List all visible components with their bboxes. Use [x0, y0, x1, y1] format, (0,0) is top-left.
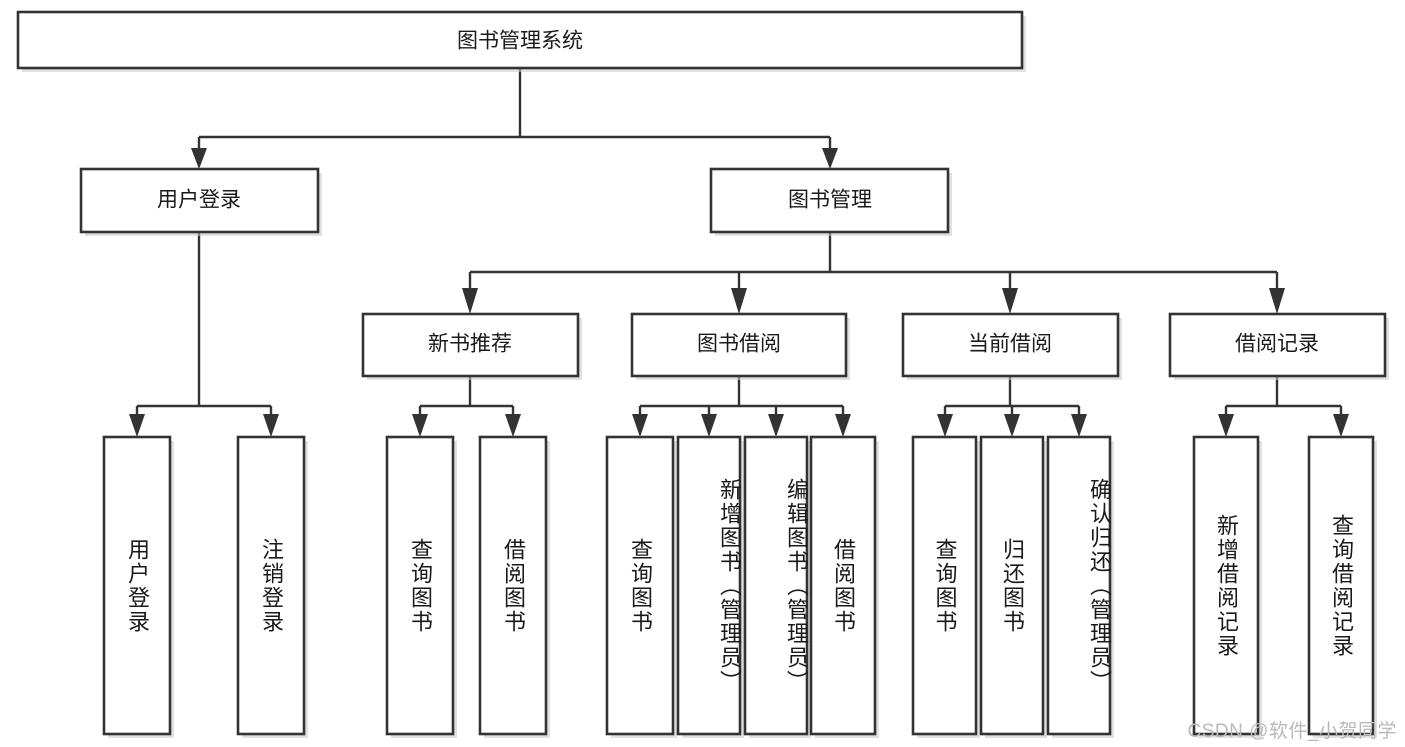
node-leaf-add-book[interactable]	[676, 435, 744, 738]
node-current-borrow[interactable]: 当前借阅	[901, 312, 1122, 380]
arrow-head-user-login	[191, 148, 207, 169]
node-leaf-user-logout[interactable]	[236, 435, 308, 738]
node-current-borrow-label: 当前借阅	[968, 333, 1052, 356]
node-leaf-borrow-book-2[interactable]	[809, 435, 879, 738]
node-leaf-return-book[interactable]	[979, 435, 1047, 738]
node-leaf-user-login[interactable]	[102, 435, 174, 738]
arrow-head-leaf-add-record	[1218, 414, 1234, 437]
arrow-head-book-borrow	[731, 288, 747, 314]
node-new-book-rec[interactable]: 新书推荐	[361, 312, 582, 380]
nodes-layer: 图书管理系统 用户登录 图书管理 新书推荐	[16, 10, 1389, 738]
node-leaf-confirm-return[interactable]	[1046, 435, 1114, 738]
node-user-login-label: 用户登录	[157, 189, 241, 212]
node-book-borrow-label: 图书借阅	[697, 333, 781, 356]
node-leaf-query-book-3[interactable]	[911, 435, 980, 738]
node-leaf-query-record[interactable]	[1307, 435, 1377, 738]
node-borrow-records[interactable]: 借阅记录	[1168, 312, 1389, 380]
arrow-head-leaf-query-book-2	[632, 414, 648, 437]
arrow-head-borrow-records	[1269, 288, 1285, 314]
arrow-head-current-borrow	[1002, 288, 1018, 314]
leaf-nodes-layer	[102, 435, 1377, 738]
node-root-label: 图书管理系统	[457, 30, 583, 53]
node-book-manage-label: 图书管理	[788, 189, 872, 212]
arrow-head-leaf-user-login	[129, 414, 145, 437]
arrow-head-leaf-borrow-book-1	[505, 414, 521, 437]
node-leaf-query-book-1[interactable]	[385, 435, 457, 738]
arrow-head-leaf-user-logout	[263, 414, 279, 437]
node-borrow-records-label: 借阅记录	[1235, 333, 1319, 356]
csdn-watermark: CSDN @软件_小贺同学	[1187, 721, 1397, 742]
node-leaf-query-book-2[interactable]	[605, 435, 677, 738]
arrow-head-leaf-query-book-1	[412, 414, 428, 437]
arrow-head-leaf-borrow-book-2	[835, 414, 851, 437]
arrow-head-leaf-edit-book	[768, 414, 784, 437]
node-book-manage[interactable]: 图书管理	[709, 167, 952, 236]
arrow-head-leaf-confirm-return	[1071, 414, 1087, 437]
edges-layer	[129, 68, 1349, 437]
arrow-head-leaf-add-book	[701, 414, 717, 437]
arrow-head-leaf-return-book	[1004, 414, 1020, 437]
node-new-book-rec-label: 新书推荐	[428, 333, 512, 356]
node-leaf-edit-book[interactable]	[743, 435, 811, 738]
node-root[interactable]: 图书管理系统	[16, 10, 1026, 72]
arrow-head-new-book-rec	[462, 288, 478, 314]
node-user-login[interactable]: 用户登录	[79, 167, 322, 236]
arrow-head-leaf-query-record	[1333, 414, 1349, 437]
node-book-borrow[interactable]: 图书借阅	[630, 312, 850, 380]
arrow-head-leaf-query-book-3	[937, 414, 953, 437]
arrow-head-book-manage	[822, 148, 838, 169]
node-leaf-add-record[interactable]	[1192, 435, 1262, 738]
node-leaf-borrow-book-1[interactable]	[478, 435, 550, 738]
